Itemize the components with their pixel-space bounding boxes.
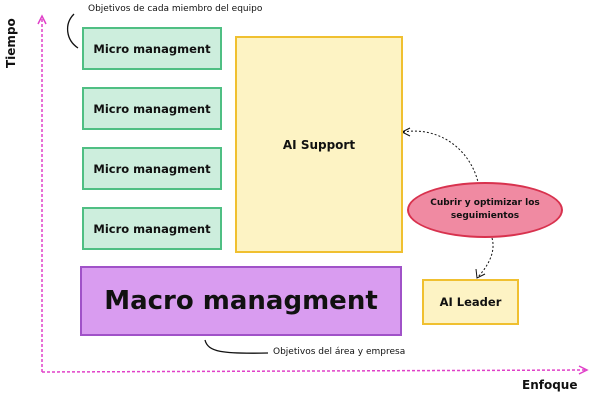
top-annotation: Objetivos de cada miembro del equipo (88, 4, 263, 14)
x-axis-arrow (578, 365, 589, 375)
connector-ellipse-leader (477, 237, 494, 278)
connector-leader-arrow (475, 268, 486, 279)
macro-management-box: Macro managment (80, 266, 402, 336)
ai-leader-box: AI Leader (422, 279, 519, 325)
x-axis (41, 369, 587, 373)
ellipse-note: Cubrir y optimizar los seguimientos (407, 182, 563, 238)
y-axis-label: Tiempo (4, 18, 18, 68)
y-axis-arrow (37, 14, 47, 25)
bottom-annotation-curve (204, 339, 269, 354)
micro-box-3: Micro managment (82, 147, 222, 190)
micro-box-4: Micro managment (82, 207, 222, 250)
x-axis-label: Enfoque (522, 378, 578, 392)
connector-support-ellipse (402, 130, 479, 183)
bottom-annotation: Objetivos del área y empresa (273, 347, 406, 357)
ai-support-box: AI Support (235, 36, 403, 253)
micro-box-2: Micro managment (82, 87, 222, 130)
top-annotation-curve (67, 13, 79, 49)
micro-box-1: Micro managment (82, 27, 222, 70)
